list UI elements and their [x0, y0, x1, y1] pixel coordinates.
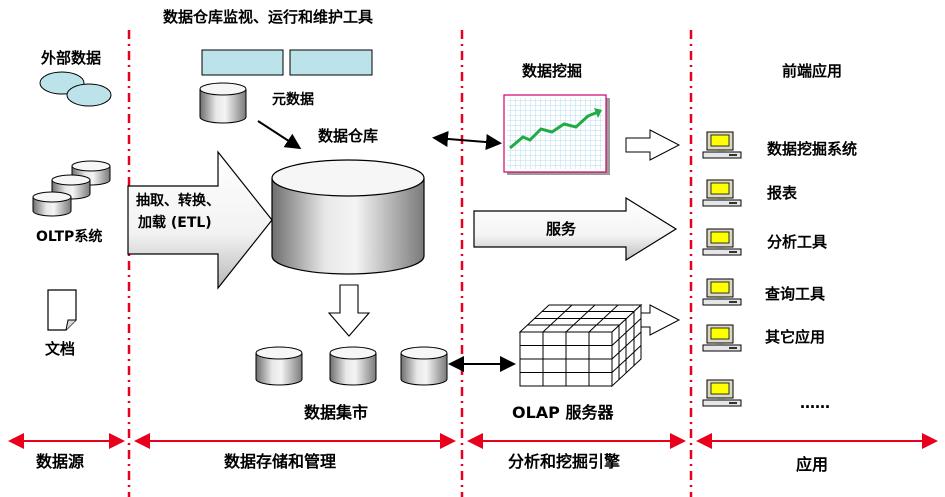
- front-end-label: 前端应用: [782, 62, 843, 80]
- monitor-tool-box-2: [289, 49, 373, 76]
- external-data-icon: [39, 71, 112, 107]
- datamart-label: 数据集市: [304, 403, 369, 422]
- oltp-database-icon: [32, 160, 111, 217]
- warehouse-label: 数据仓库: [318, 127, 379, 145]
- metadata-cylinder-icon: [199, 82, 247, 124]
- top-title: 数据仓库监视、运行和维护工具: [163, 8, 374, 26]
- section-label-engine: 分析和挖掘引擎: [508, 452, 621, 471]
- section-label-storage: 数据存储和管理: [224, 452, 337, 471]
- monitor-tool-box-1: [201, 49, 284, 76]
- app-label-6: ……: [800, 394, 830, 412]
- olap-cube-icon: [518, 303, 643, 388]
- datamining-label: 数据挖掘: [522, 62, 583, 80]
- section-label-application: 应用: [796, 455, 829, 474]
- computer-icon-5: [702, 324, 742, 352]
- warehouse-mining-arrow: [432, 130, 502, 151]
- app-label-1: 数据挖掘系统: [767, 140, 858, 158]
- computer-icon-2: [702, 179, 742, 207]
- computer-icon-6: [702, 379, 742, 407]
- oltp-label: OLTP系统: [36, 229, 103, 245]
- data-mining-chart-icon: [503, 94, 610, 175]
- etl-label-line1: 抽取、转换、: [136, 193, 220, 209]
- olap-label: OLAP 服务器: [512, 403, 614, 422]
- computer-icon-4: [702, 278, 742, 306]
- metadata-arrow: [257, 120, 302, 150]
- service-arrow: [473, 196, 678, 262]
- app-label-5: 其它应用: [765, 328, 826, 346]
- app-label-2: 报表: [767, 184, 798, 202]
- document-icon: [47, 289, 77, 331]
- warehouse-cylinder-icon: [271, 159, 425, 275]
- service-label: 服务: [546, 220, 577, 238]
- mining-to-app-arrow: [625, 129, 681, 161]
- app-label-4: 查询工具: [765, 285, 826, 303]
- datamart-cylinder-icon: [255, 346, 448, 386]
- computer-icon-3: [702, 228, 742, 256]
- metadata-label: 元数据: [272, 92, 314, 108]
- etl-arrow: [127, 150, 273, 290]
- external-data-label: 外部数据: [41, 49, 102, 67]
- down-arrow: [327, 284, 371, 337]
- computer-icon-1: [702, 131, 742, 159]
- etl-label-line2: 加载 (ETL): [138, 215, 212, 231]
- app-label-3: 分析工具: [767, 233, 828, 251]
- section-label-source: 数据源: [36, 452, 85, 471]
- document-label: 文档: [45, 340, 76, 358]
